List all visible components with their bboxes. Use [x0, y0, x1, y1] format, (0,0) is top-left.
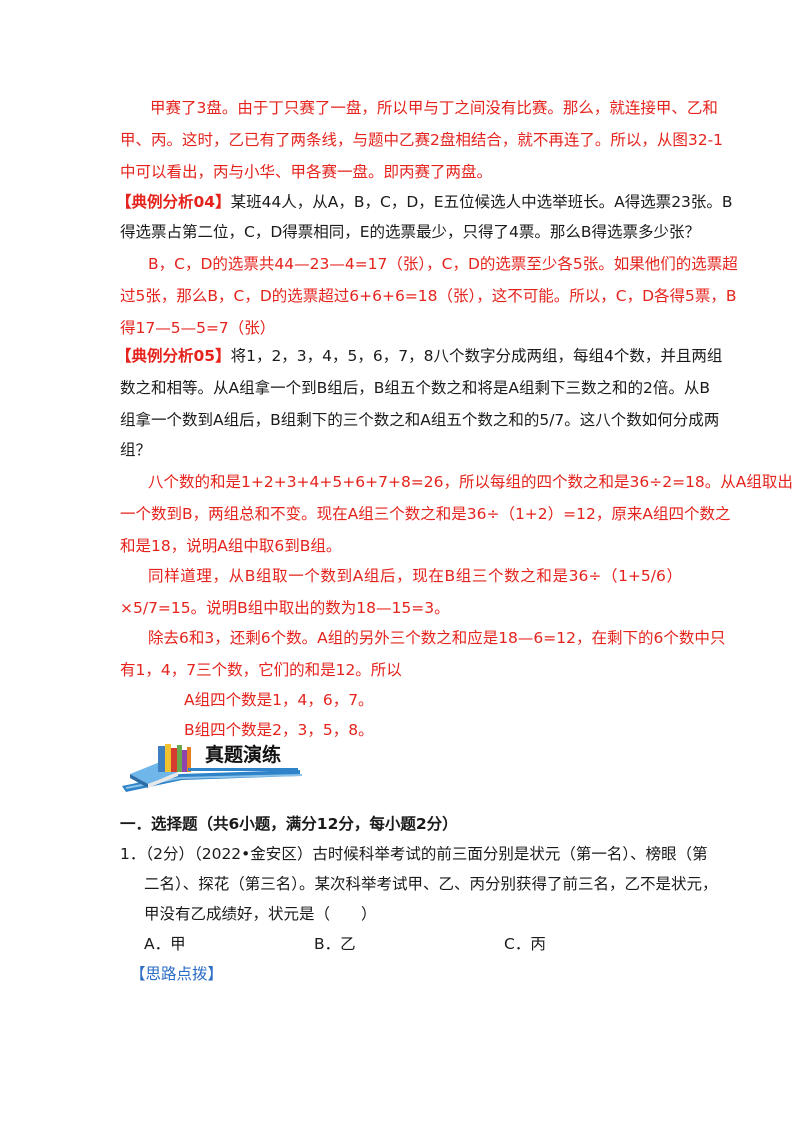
paragraph-line: 组？	[120, 441, 152, 459]
answer-line: 得17—5—5=7（张）	[120, 319, 276, 337]
section-heading: 真题演练	[205, 744, 282, 766]
paragraph-line: 中可以看出，丙与小华、甲各赛一盘。即丙赛了两盘。	[120, 163, 493, 181]
question-line: 1．（2分）（2022•金安区）古时候科举考试的前三面分别是状元（第一名）、榜眼…	[120, 845, 708, 863]
example-05-tag: 【典例分析05】	[116, 347, 231, 365]
example-04-question: 某班44人，从A，B，C，D，E五位候选人中选举班长。A得选票23张。B	[230, 193, 733, 211]
exercise-section-title: 一．选择题（共6小题，满分12分，每小题2分）	[120, 815, 458, 833]
answer-line: 同样道理，从B组取一个数到A组后，现在B组三个数之和是36÷（1+5/6）	[148, 567, 682, 585]
option-b[interactable]: B．乙	[314, 935, 356, 953]
example-05-question: 将1，2，3，4，5，6，7，8八个数字分成两组，每组4个数，并且两组	[230, 347, 723, 365]
paragraph-line: 数之和相等。从A组拿一个到B组后，B组五个数之和将是A组剩下三数之和的2倍。从B	[120, 379, 710, 397]
paragraph-line: 甲、丙。这时，乙已有了两条线，与题中乙赛2盘相结合，就不再连了。所以，从图32-…	[120, 131, 724, 149]
answer-line: B，C，D的选票共44—23—4=17（张），C，D的选票至少各5张。如果他们的…	[148, 255, 738, 273]
question-line: 二名）、探花（第三名）。某次科举考试甲、乙、丙分别获得了前三名，乙不是状元，	[144, 875, 718, 893]
example-05-line: 【典例分析05】将1，2，3，4，5，6，7，8八个数字分成两组，每组4个数，并…	[116, 346, 722, 366]
answer-line: 有1，4，7三个数，它们的和是12。所以	[120, 661, 402, 679]
answer-line: A组四个数是1，4，6，7。	[184, 691, 374, 709]
answer-line: 过5张，那么B，C，D的选票超过6+6+6=18（张），这不可能。所以，C，D各…	[120, 287, 737, 305]
paragraph-line: 组拿一个数到A组后，B组剩下的三个数之和A组五个数之和的5/7。这八个数如何分成…	[120, 411, 720, 429]
answer-line: B组四个数是2，3，5，8。	[184, 721, 374, 739]
paragraph-line: 得选票占第二位，C，D得票相同，E的选票最少，只得了4票。那么B得选票多少张？	[120, 223, 701, 241]
answer-line: 除去6和3，还剩6个数。A组的另外三个数之和应是18—6=12，在剩下的6个数中…	[148, 629, 726, 647]
option-c[interactable]: C．丙	[504, 935, 546, 953]
answer-line: 和是18，说明A组中取6到B组。	[120, 537, 342, 555]
option-a[interactable]: A．甲	[144, 935, 186, 953]
example-04-tag: 【典例分析04】	[116, 193, 231, 211]
paragraph-line: 甲赛了3盘。由于丁只赛了一盘，所以甲与丁之间没有比赛。那么，就连接甲、乙和	[150, 99, 718, 117]
example-04-line: 【典例分析04】某班44人，从A，B，C，D，E五位候选人中选举班长。A得选票2…	[116, 192, 733, 212]
books-stack-icon	[120, 740, 310, 796]
question-line: 甲没有乙成绩好，状元是（ ）	[144, 905, 377, 923]
answer-line: 八个数的和是1+2+3+4+5+6+7+8=26，所以每组的四个数之和是36÷2…	[148, 473, 793, 491]
answer-line: ×5/7=15。说明B组中取出的数为18—15=3。	[120, 599, 450, 617]
heading-underline	[188, 768, 298, 771]
hint-label: 【思路点拨】	[130, 965, 224, 983]
answer-line: 一个数到B，两组总和不变。现在A组三个数之和是36÷（1+2）=12，原来A组四…	[120, 505, 731, 523]
